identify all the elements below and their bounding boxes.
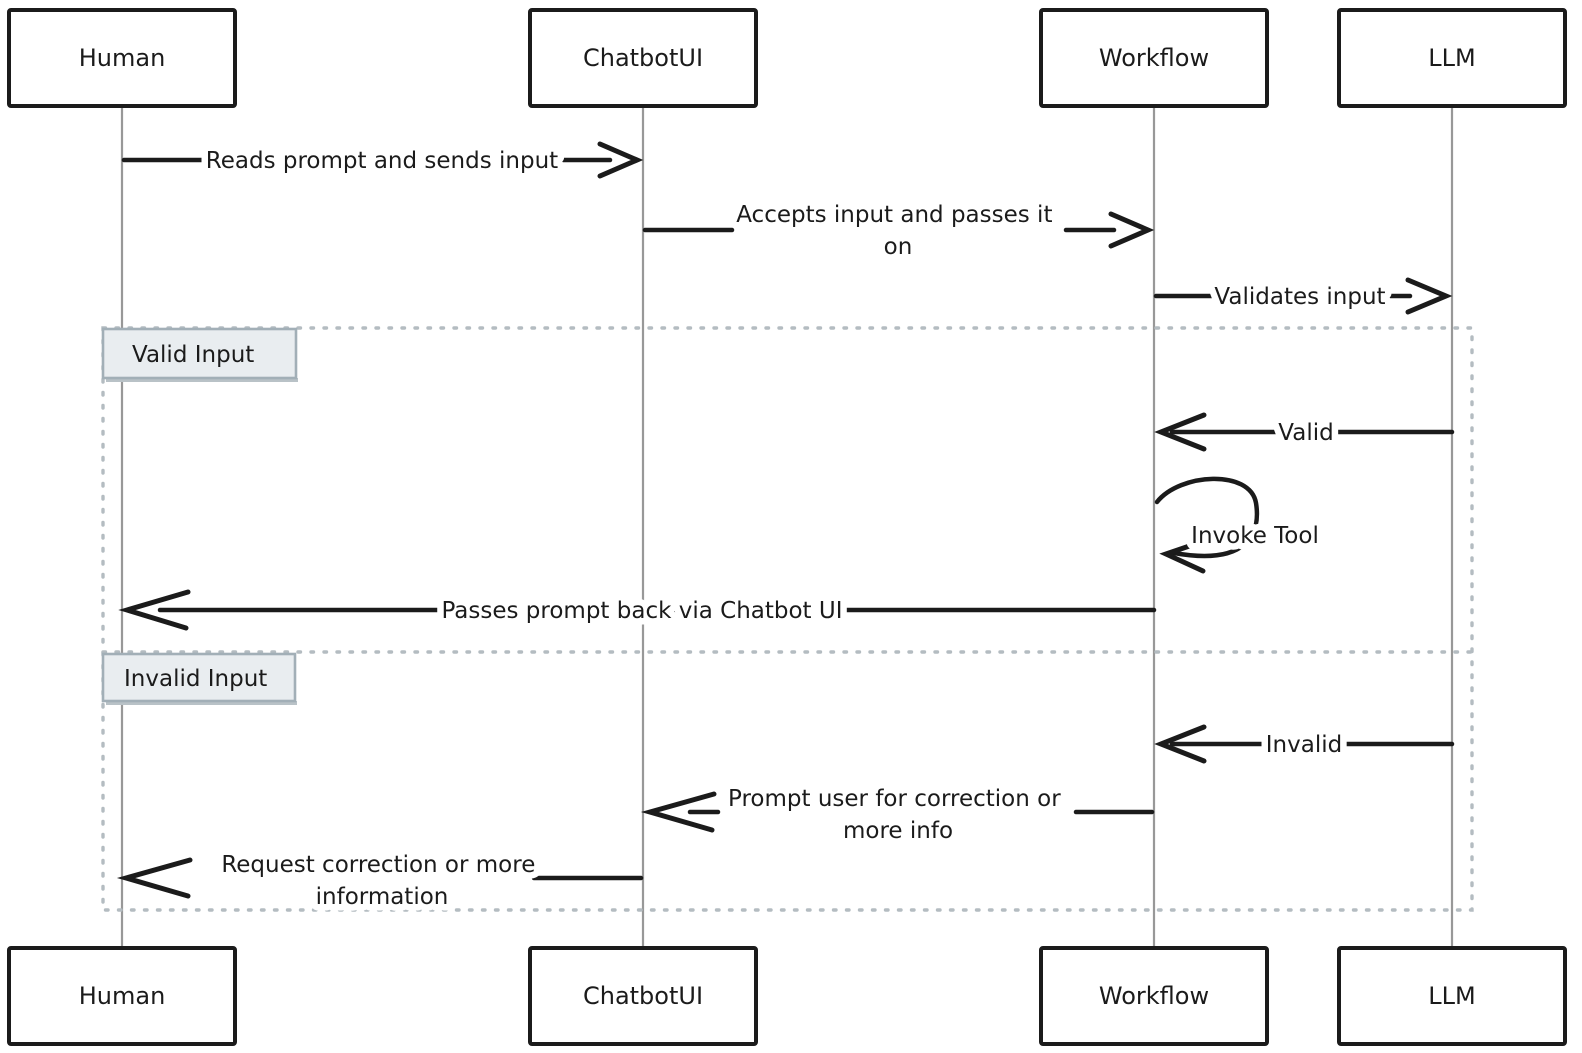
actor-label: LLM [1428,44,1475,72]
actor-llm-bottom: LLM [1337,946,1567,1046]
actor-box [7,946,237,1046]
message-label: Invoke Tool [1191,523,1319,549]
arrowhead-icon [1159,537,1210,574]
arrowhead-icon [118,589,191,631]
actor-human-top: Human [7,8,237,108]
actor-label: Workflow [1099,44,1209,72]
actor-label: Human [79,982,166,1010]
arrowhead-icon [116,857,193,899]
actor-workflow-bottom: Workflow [1039,946,1269,1046]
message-request-correction: Request correction or more information [116,846,644,917]
message-label: Validates input [1214,284,1385,310]
message-passes-prompt-back: Passes prompt back via Chatbot UI [118,589,1157,631]
fragment-label-box [101,652,297,703]
message-label: Invalid [1266,732,1342,758]
fragment-label-box [101,327,298,380]
actor-box [528,8,758,108]
message-label: Accepts input and passes it on [736,202,1060,260]
actor-label: ChatbotUI [583,982,703,1010]
message-label: Passes prompt back via Chatbot UI [441,598,842,624]
arrowhead-icon [1154,412,1207,452]
message-label: Reads prompt and sends input [206,148,558,174]
message-label: Request correction or more information [221,852,542,910]
actor-label: LLM [1428,982,1475,1010]
actor-box [1337,946,1567,1046]
fragment-label-text: Invalid Input [124,666,267,692]
message-label: Prompt user for correction or more info [728,786,1068,844]
message-accepts-input: Accepts input and passes it on [642,196,1155,267]
arrowhead-icon [1154,724,1207,764]
actor-llm-top: LLM [1337,8,1567,108]
actor-chatbotui-bottom: ChatbotUI [528,946,758,1046]
arrowhead-icon [640,791,717,833]
arrowhead-icon [1108,211,1155,249]
message-invoke-tool-selfloop: Invoke Tool [1154,476,1325,574]
actor-box [1039,946,1269,1046]
message-invalid: Invalid [1154,724,1455,765]
fragment-label-text: Valid Input [132,342,254,368]
arrowhead-icon [597,141,644,179]
selfloop-line [1154,476,1260,559]
actor-label: Workflow [1099,982,1209,1010]
actor-box [1337,8,1567,108]
message-valid: Valid [1154,412,1455,453]
actor-workflow-top: Workflow [1039,8,1269,108]
actor-label: ChatbotUI [583,44,703,72]
message-validates-input: Validates input [1153,277,1453,317]
actor-box [528,946,758,1046]
message-label: Valid [1278,420,1333,446]
arrowhead-icon [1405,277,1453,315]
actor-human-bottom: Human [7,946,237,1046]
fragment-label-invalid-input: Invalid Input [101,652,297,705]
actor-chatbotui-top: ChatbotUI [528,8,758,108]
actor-box [7,8,237,108]
actor-box [1039,8,1269,108]
actor-label: Human [79,44,166,72]
fragment-label-valid-input: Valid Input [101,327,298,382]
message-prompt-user-correction: Prompt user for correction or more info [640,780,1155,851]
message-reads-prompt: Reads prompt and sends input [121,141,644,181]
